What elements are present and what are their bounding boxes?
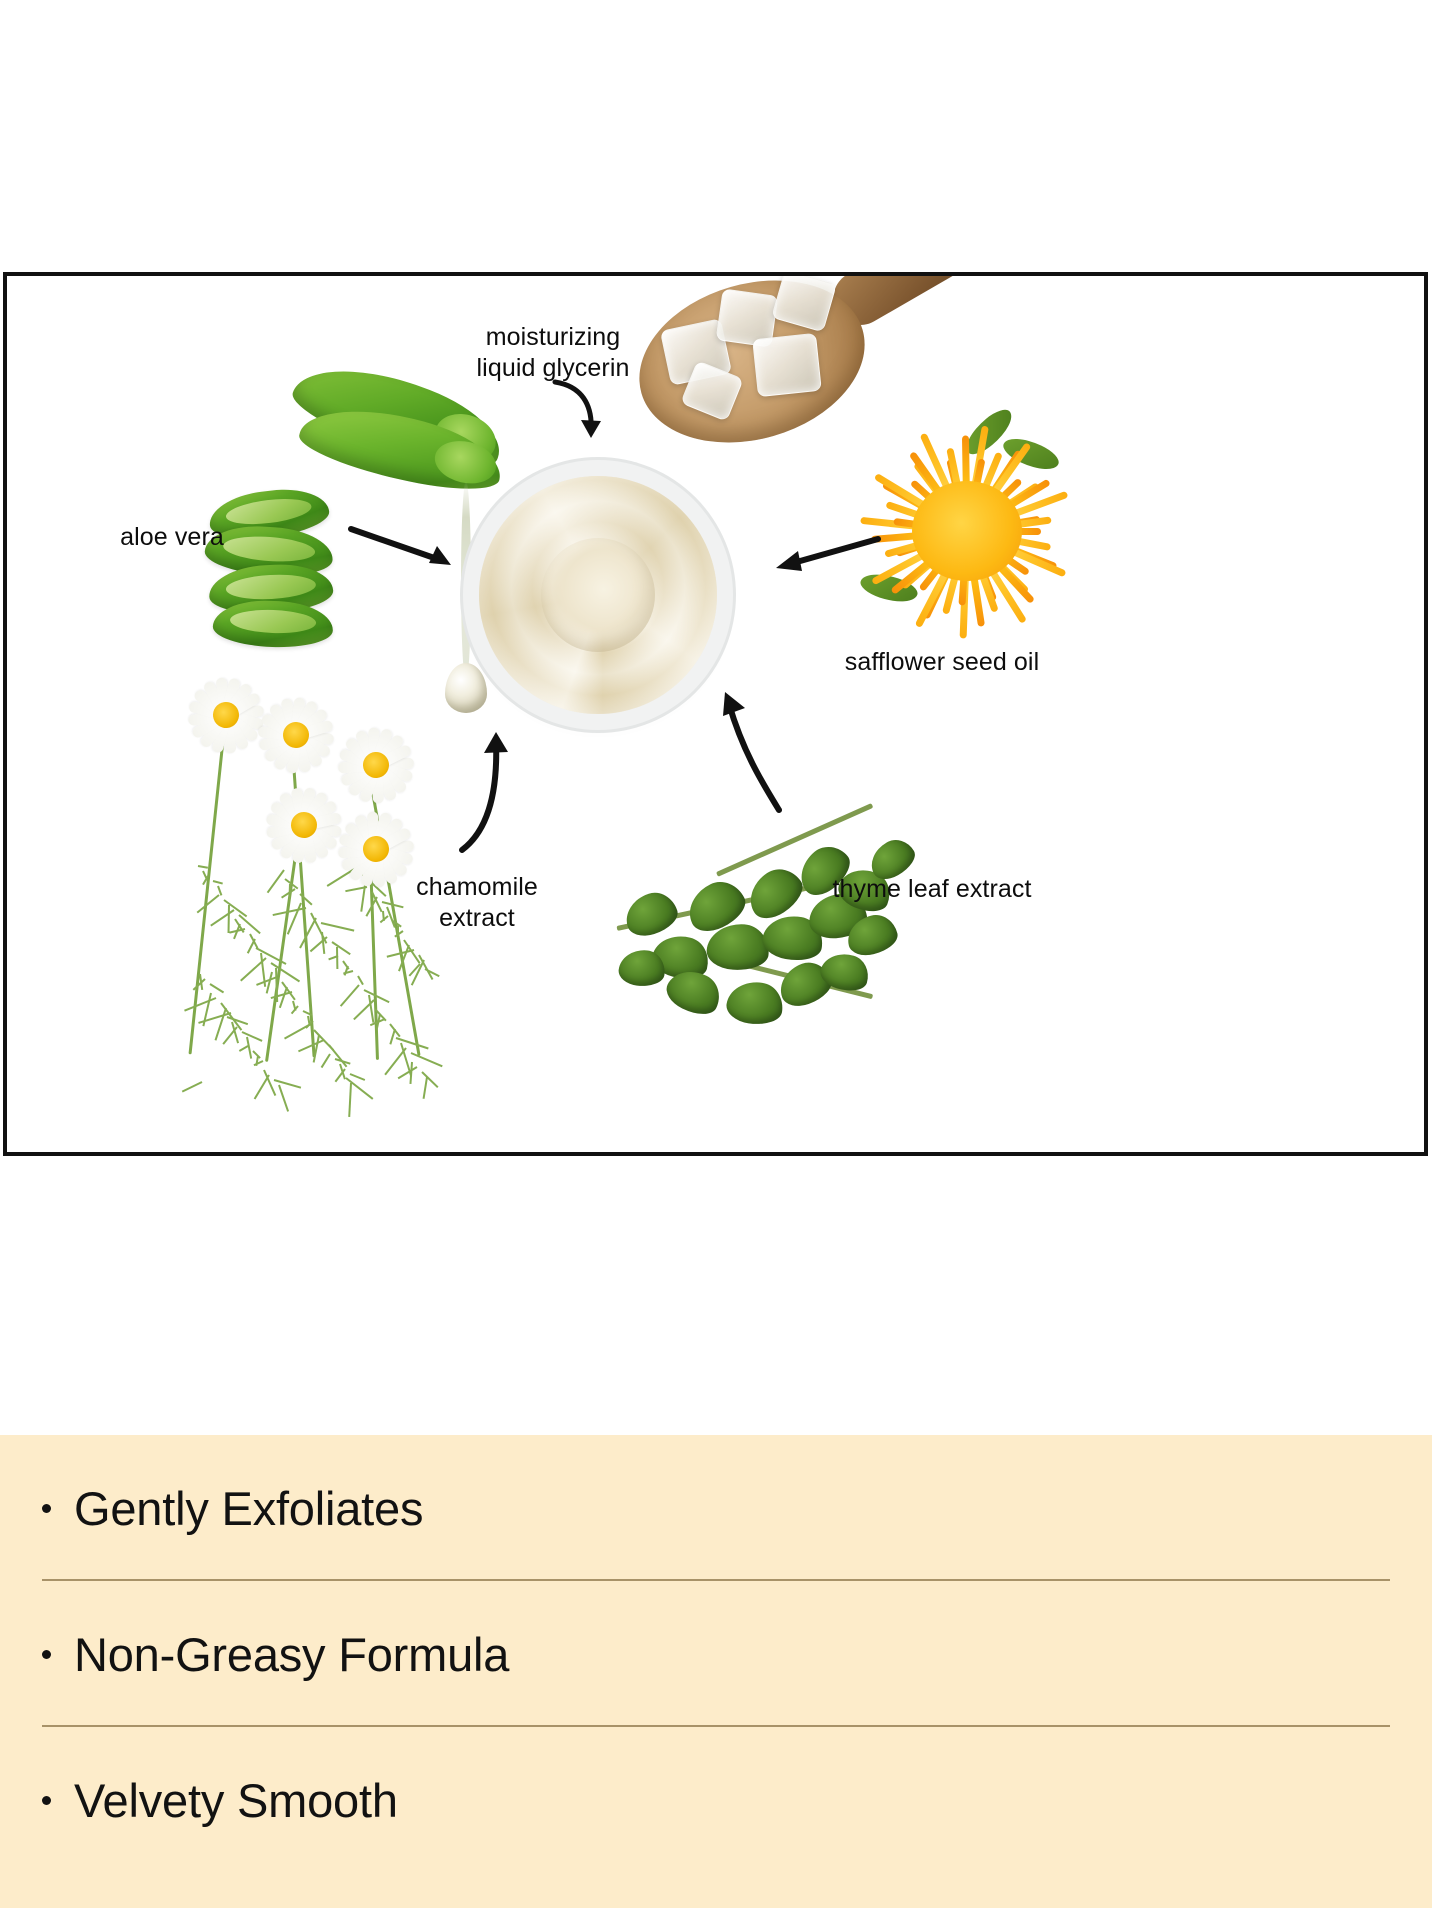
chamomile-frond-icon [196, 894, 220, 914]
arrow-thyme-to-center [723, 692, 782, 813]
label-glycerin: moisturizing liquid glycerin [476, 323, 630, 382]
chamomile-daisy-icon [249, 688, 344, 783]
thyme-leaf-icon [724, 978, 786, 1028]
label-safflower-seed-oil: safflower seed oil [844, 648, 1040, 676]
benefit-label: Velvety Smooth [74, 1773, 398, 1827]
chamomile-frond-icon [241, 1031, 263, 1042]
aloe-vera-image [203, 347, 512, 713]
chamomile-frond-icon [299, 917, 317, 949]
arrow-glycerin-to-center [552, 379, 601, 438]
aloe-gel-3-icon [225, 572, 317, 601]
ingredient-diagram-panel: moisturizing liquid glycerin aloe vera s… [3, 272, 1428, 1156]
safflower-core-icon [912, 481, 1022, 581]
chamomile-frond-icon [384, 1047, 407, 1076]
aloe-slice-4-icon [212, 598, 334, 650]
bullet-icon [42, 1503, 51, 1513]
bullet-icon [42, 1649, 51, 1659]
chamomile-frond-icon [181, 1081, 203, 1093]
benefit-divider [42, 1579, 1390, 1581]
chamomile-frond-icon [389, 1028, 396, 1045]
chamomile-frond-icon [348, 1082, 352, 1118]
aloe-gel-4-icon [229, 608, 317, 635]
chamomile-frond-icon [184, 997, 217, 1012]
benefit-item-0: Gently Exfoliates [0, 1435, 1432, 1581]
chamomile-frond-icon [278, 986, 288, 1009]
chamomile-frond-icon [266, 869, 285, 894]
arrow-aloe-to-center [348, 526, 451, 565]
label-aloe-vera: aloe vera [120, 523, 224, 551]
chamomile-frond-icon [336, 946, 339, 970]
label-chamomile-extract: chamomile extract [416, 873, 538, 932]
chamomile-flowers-image [157, 656, 477, 1118]
chamomile-frond-icon [410, 1052, 443, 1068]
chamomile-frond-icon [278, 1084, 290, 1112]
chamomile-frond-icon [310, 912, 328, 944]
benefit-item-2: Velvety Smooth [0, 1727, 1432, 1873]
chamomile-frond-icon [197, 865, 209, 869]
chamomile-frond-icon [265, 971, 273, 994]
cream-swirl-center-icon [540, 537, 656, 653]
arrow-safflower-to-center [776, 536, 881, 571]
thyme-sprig-image [607, 776, 927, 1066]
benefits-list: Gently Exfoliates Non-Greasy Formula Vel… [0, 1435, 1432, 1908]
chamomile-frond-icon [290, 1005, 299, 1015]
chamomile-frond-icon [210, 909, 235, 927]
label-thyme-leaf-extract: thyme leaf extract [832, 875, 1032, 903]
benefit-label: Gently Exfoliates [74, 1481, 424, 1535]
chamomile-frond-icon [227, 904, 230, 934]
chamomile-frond-icon [209, 983, 225, 994]
safflower-flower-image [852, 404, 1082, 639]
chamomile-frond-icon [212, 880, 223, 885]
chamomile-frond-icon [253, 1074, 270, 1100]
chamomile-frond-icon [349, 1073, 366, 1081]
chamomile-frond-icon [246, 1036, 253, 1059]
glycerin-cube-3-icon [752, 332, 822, 398]
chamomile-frond-icon [331, 941, 351, 956]
benefit-label: Non-Greasy Formula [74, 1627, 510, 1681]
arrow-chamomile-to-center [459, 732, 508, 853]
thyme-leaf-icon [620, 886, 682, 942]
chamomile-frond-icon [320, 922, 355, 932]
aloe-gel-drip-icon [461, 481, 471, 681]
bullet-icon [42, 1795, 51, 1805]
chamomile-frond-icon [339, 984, 360, 1007]
chamomile-frond-icon [328, 1044, 348, 1068]
chamomile-frond-icon [397, 926, 399, 936]
aloe-gel-droplet-icon [445, 663, 487, 713]
benefit-item-1: Non-Greasy Formula [0, 1581, 1432, 1727]
chamomile-frond-icon [320, 1053, 331, 1069]
benefit-divider [42, 1725, 1390, 1727]
cream-jar [479, 476, 717, 714]
chamomile-frond-icon [422, 1076, 428, 1099]
